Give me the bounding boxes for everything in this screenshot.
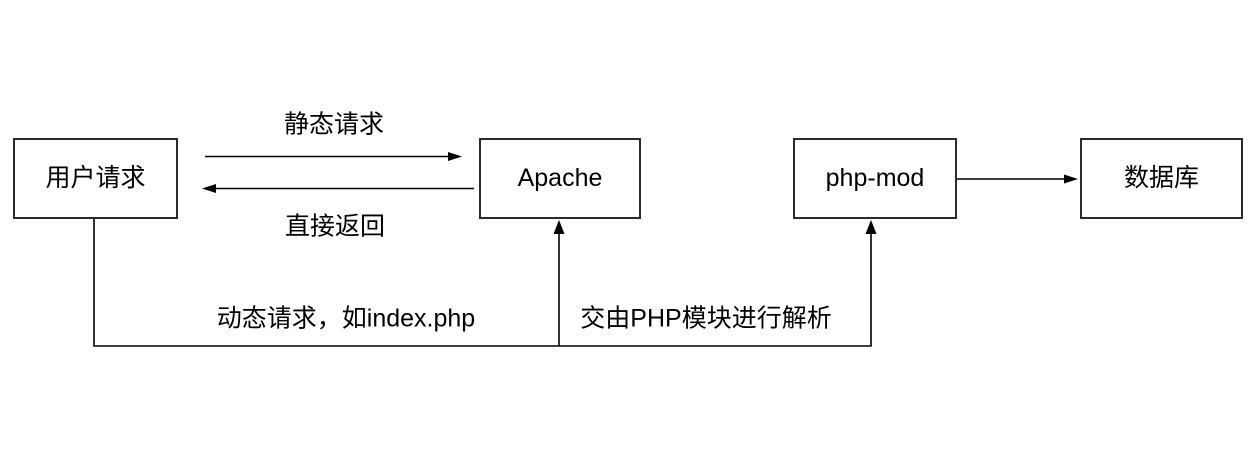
node-php-mod: php-mod	[793, 138, 957, 219]
node-user-request-label: 用户请求	[45, 164, 146, 192]
node-apache-label: Apache	[517, 164, 603, 192]
edge-label-direct-return: 直接返回	[284, 212, 386, 241]
dynamic-request-arrow-line	[93, 219, 872, 347]
edge-label-dynamic-request: 动态请求，如index.php	[216, 304, 476, 333]
dynamic-request-arrowhead-icon	[553, 220, 565, 234]
node-apache: Apache	[479, 138, 641, 219]
direct-return-arrowhead-icon	[202, 184, 216, 193]
edge-label-static-request: 静态请求	[283, 110, 385, 139]
static-request-arrowhead-icon	[448, 152, 462, 161]
node-database-label: 数据库	[1123, 164, 1199, 192]
php-to-database-arrowhead-icon	[1064, 174, 1078, 184]
edge-label-php-module-parse: 交由PHP模块进行解析	[580, 304, 832, 333]
node-database: 数据库	[1080, 138, 1243, 219]
node-user-request: 用户请求	[13, 138, 178, 219]
php-module-arrowhead-icon	[865, 220, 877, 234]
node-php-mod-label: php-mod	[825, 164, 925, 192]
